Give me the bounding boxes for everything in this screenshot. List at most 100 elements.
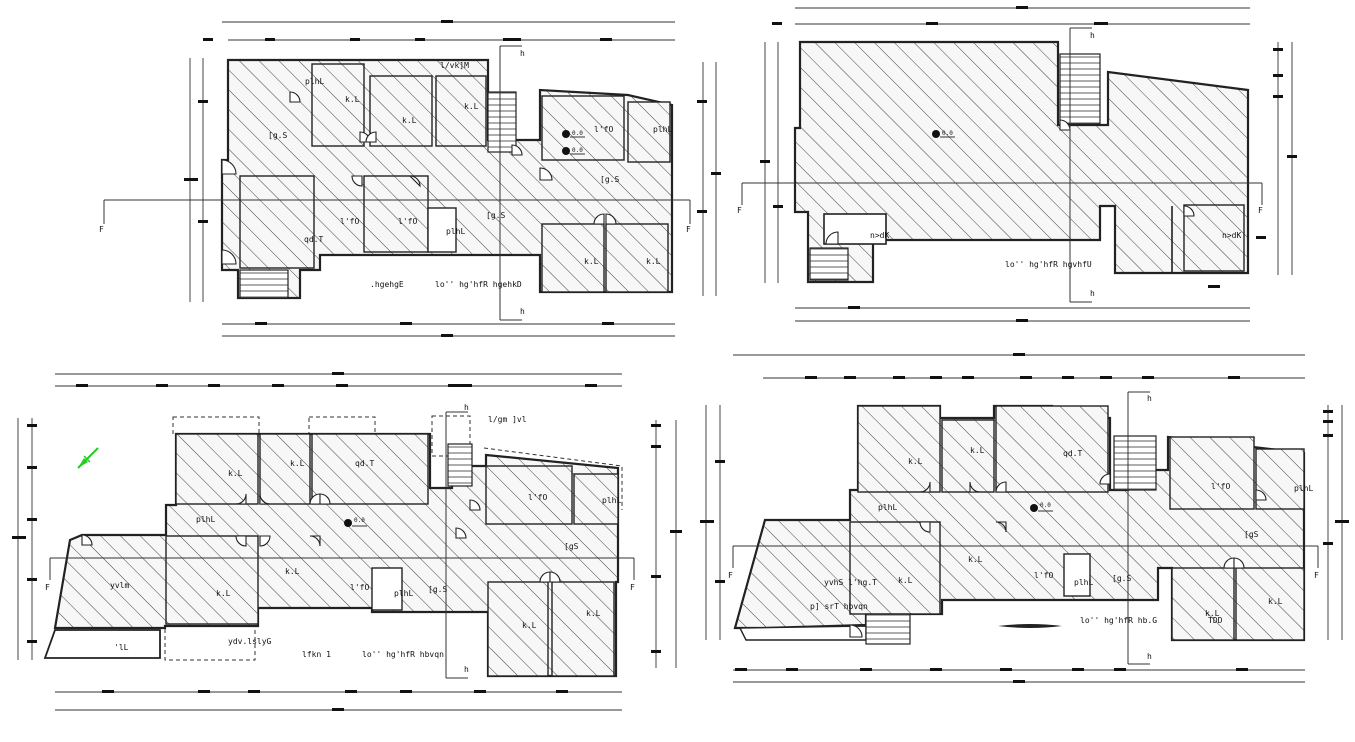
section-line (741, 27, 1263, 303)
rooms (43, 432, 620, 678)
plan-title: lo'' hg'hfR hgvhfU (1005, 260, 1092, 269)
level-marker (1030, 504, 1053, 512)
room-label: l'fO (398, 217, 417, 226)
level-value: 0.0 (942, 130, 953, 137)
dimension-lines (700, 353, 1349, 683)
room-label: k.L (646, 257, 661, 266)
room-label: [g.S (268, 131, 287, 140)
room-label: k.L (1268, 597, 1283, 606)
room-label: plhL (394, 589, 413, 598)
room-label: l'fO (594, 125, 613, 134)
door-swings (81, 493, 561, 583)
door-swings (849, 473, 1267, 638)
room-label: l'fO (340, 217, 359, 226)
room-label: l'fO (1034, 571, 1053, 580)
level-marker (932, 130, 955, 138)
stair (809, 247, 849, 281)
section-mark: h (520, 49, 525, 58)
section-mark: F (686, 225, 691, 234)
door-swings (825, 119, 1195, 245)
room-label: plhL (196, 515, 215, 524)
room-label: plhL (653, 125, 672, 134)
section-mark: F (630, 583, 635, 592)
room-label: plhL (602, 496, 621, 505)
section-mark: F (1314, 571, 1319, 580)
room-label: k.L (464, 102, 479, 111)
level-marker (344, 519, 367, 527)
north-arrow-icon (77, 447, 99, 469)
section-line (732, 391, 1319, 665)
room-label: n>dK (1222, 231, 1241, 240)
section-line (103, 45, 691, 321)
room-label: n>dK (870, 231, 889, 240)
room-label: l'fO (528, 493, 547, 502)
room-label: yvlm (110, 581, 129, 590)
level-value: 0.0 (572, 130, 583, 137)
dimension-lines (184, 20, 721, 337)
section-mark: F (45, 583, 50, 592)
plan-title: lo'' hg'hfR hb.G (1080, 616, 1157, 625)
rooms (793, 40, 1250, 284)
plan-top-left: F F h h 0.0 0.0 k.L k.L k.L plhL [g.S l'… (99, 20, 721, 337)
room-label: k.L (522, 621, 537, 630)
section-mark: h (464, 665, 469, 674)
room-label: [g.S (600, 175, 619, 184)
room-label: yvhS l'hg.T (824, 578, 877, 587)
dimension-lines (760, 6, 1297, 322)
level-value: 0.0 (354, 517, 365, 524)
section-mark: h (1090, 289, 1095, 298)
rooms (220, 58, 674, 300)
room-label: k.L (1205, 609, 1220, 618)
section-mark: h (1090, 31, 1095, 40)
door-swings (221, 91, 617, 265)
stair (1059, 53, 1101, 125)
room-label: qd.T (304, 235, 323, 244)
room-label: plhL (305, 77, 324, 86)
stair (1113, 435, 1157, 491)
room-label: k.L (228, 469, 243, 478)
plan-subtitle: .hgehgE (370, 280, 404, 289)
plan-title-prefix: lfkn 1 (302, 650, 331, 659)
section-mark: h (1147, 652, 1152, 661)
room-label: k.L (216, 589, 231, 598)
dimension-lines (12, 372, 682, 711)
section-mark: h (1147, 394, 1152, 403)
room-label: plhL (1294, 484, 1313, 493)
room-label: plhL (446, 227, 465, 236)
room-label: [g.S (1112, 574, 1131, 583)
level-marker (562, 130, 585, 155)
stair-tag: l/gm ]vl (488, 415, 527, 424)
room-label: k.L (586, 609, 601, 618)
room-label: plhL (1074, 578, 1093, 587)
room-label: k.L (345, 95, 360, 104)
balcony-tag: p] srT hbvqn (810, 602, 868, 611)
stair-tag: l/vk]M (440, 61, 469, 70)
section-mark: h (464, 403, 469, 412)
room-label: [gS (1244, 530, 1259, 539)
room-label: k.L (898, 576, 913, 585)
section-mark: F (737, 206, 742, 215)
room-label: k.L (402, 116, 417, 125)
room-label: qd.T (1063, 449, 1082, 458)
section-mark: h (520, 307, 525, 316)
plan-title: lo'' hg'hfR hbvqn (362, 650, 444, 659)
balcony-tag: ydv.lslyG (228, 637, 272, 646)
stair (487, 91, 517, 153)
stair (865, 613, 911, 645)
room-label: qd.T (355, 459, 374, 468)
room-label: [gS (564, 542, 579, 551)
plan-bottom-right: F F h h 0.0 k.L k.L qd.T l'fO plhL plhL … (700, 353, 1349, 683)
stair (447, 443, 473, 487)
section-line (49, 411, 635, 679)
room-label: k.L (290, 459, 305, 468)
balcony-tag: 'lL (114, 643, 129, 652)
room-label: k.L (584, 257, 599, 266)
section-mark: F (728, 571, 733, 580)
plan-title-suffix: TDD (1208, 616, 1223, 625)
room-label: plhL (878, 503, 897, 512)
level-value: 0.0 (572, 147, 583, 154)
room-label: [g.S (486, 211, 505, 220)
room-label: [g.S (428, 585, 447, 594)
room-label: k.L (968, 555, 983, 564)
